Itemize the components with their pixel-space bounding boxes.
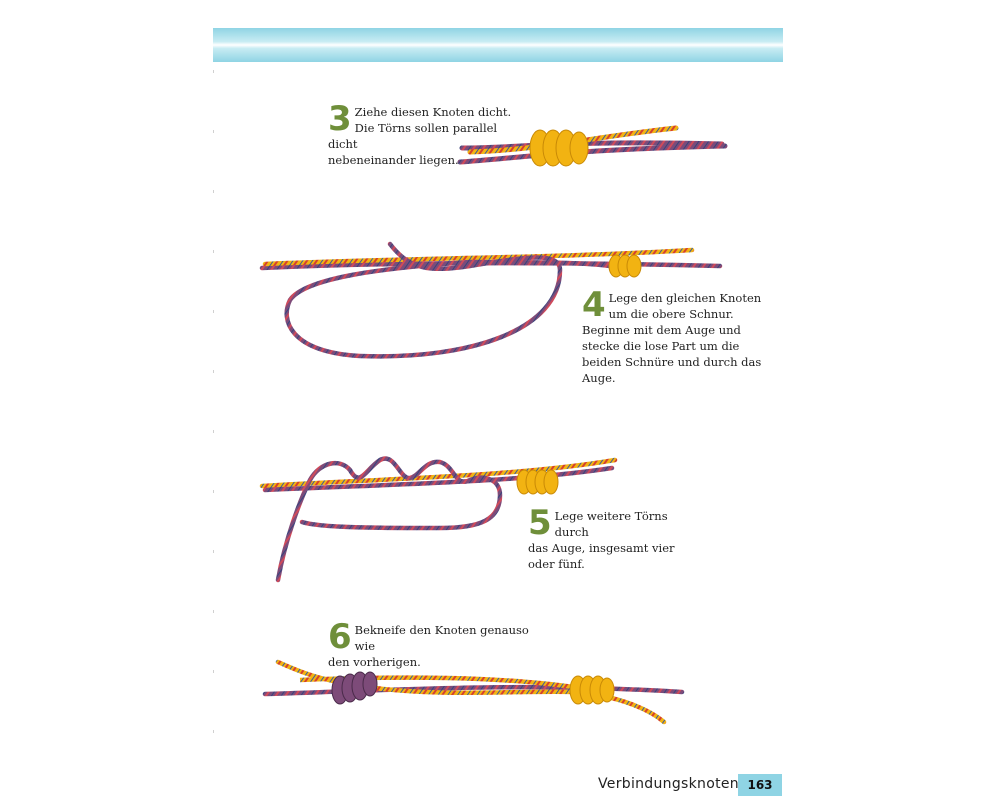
step-6: 6 Bekneife den Knoten genauso wie den vo… bbox=[328, 617, 548, 670]
step-text-line: Bekneife den Knoten genauso wie bbox=[354, 623, 529, 653]
page-number: 163 bbox=[738, 774, 782, 796]
knot-step-4-photo bbox=[259, 241, 723, 359]
section-title: Verbindungsknoten bbox=[598, 776, 739, 792]
step-3: 3 Ziehe diesen Knoten dicht. Die Törns s… bbox=[328, 99, 528, 168]
step-number: 3 bbox=[328, 99, 352, 139]
step-text-line: Ziehe diesen Knoten dicht. bbox=[354, 105, 512, 119]
step-5: 5 Lege weitere Törns durch das Auge, ins… bbox=[528, 503, 698, 572]
step-text-line: Auge. bbox=[582, 371, 616, 385]
knot-step-5-photo bbox=[259, 456, 618, 583]
step-text-line: stecke die lose Part um die bbox=[582, 339, 740, 353]
step-text-line: um die obere Schnur. bbox=[608, 307, 734, 321]
page-gutter-marks bbox=[213, 70, 214, 770]
step-text-line: Die Törns sollen parallel dicht bbox=[328, 121, 498, 151]
step-4: 4 Lege den gleichen Knoten um die obere … bbox=[582, 285, 772, 386]
step-text-line: den vorherigen. bbox=[328, 655, 421, 669]
step-text-line: nebeneinander liegen. bbox=[328, 153, 459, 167]
step-number: 5 bbox=[528, 503, 552, 543]
knot-step-3-photo bbox=[457, 125, 728, 167]
step-number: 4 bbox=[582, 285, 606, 325]
step-number: 6 bbox=[328, 617, 352, 657]
step-text-line: das Auge, insgesamt vier bbox=[528, 541, 675, 555]
step-text-line: Beginne mit dem Auge und bbox=[582, 323, 741, 337]
header-color-band bbox=[213, 28, 783, 62]
step-text-line: oder fünf. bbox=[528, 557, 585, 571]
knot-step-6-photo bbox=[262, 659, 685, 725]
step-text-line: Lege den gleichen Knoten bbox=[608, 291, 762, 305]
step-text-line: beiden Schnüre und durch das bbox=[582, 355, 762, 369]
step-text-line: Lege weitere Törns durch bbox=[554, 509, 668, 539]
